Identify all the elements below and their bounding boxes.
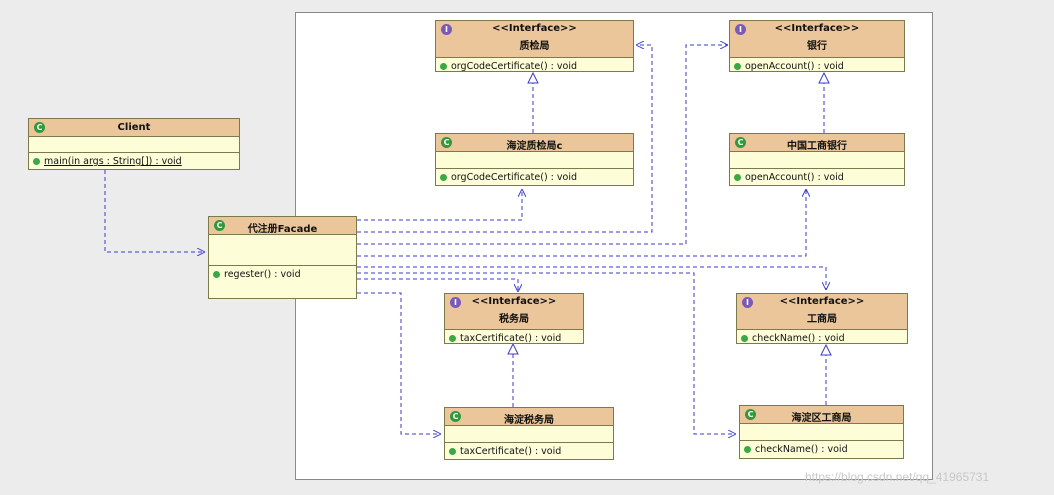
attributes-compartment (445, 426, 613, 443)
attributes-compartment (730, 152, 904, 169)
operation: checkName() : void (740, 441, 903, 458)
public-method-icon (741, 335, 748, 342)
class-header: C 海淀税务局 (445, 408, 613, 426)
dep-facade-tax-if (357, 278, 518, 292)
dep-facade-biz-impl (357, 272, 736, 434)
class-bank-impl[interactable]: C 中国工商银行 openAccount() : void (729, 133, 905, 186)
dep-client-facade (104, 170, 205, 252)
public-method-icon (734, 174, 741, 181)
class-header: I <<Interface>> 质检局 (436, 21, 633, 58)
public-method-icon (33, 158, 40, 165)
class-header: C 中国工商银行 (730, 134, 904, 152)
interface-zhijian[interactable]: I <<Interface>> 质检局 orgCodeCertificate()… (435, 20, 634, 72)
class-icon: C (441, 137, 452, 148)
interface-bank[interactable]: I <<Interface>> 银行 openAccount() : void (729, 20, 905, 72)
class-header: C 海淀区工商局 (740, 406, 903, 424)
interface-icon: I (742, 297, 753, 308)
operation: openAccount() : void (730, 58, 904, 75)
class-zhijian-impl[interactable]: C 海淀质检局c orgCodeCertificate() : void (435, 133, 634, 186)
class-facade[interactable]: C 代注册Facade regester() : void (208, 216, 357, 299)
public-method-icon (449, 335, 456, 342)
interface-icon: I (441, 24, 452, 35)
package-frame (295, 12, 933, 480)
class-icon: C (214, 220, 225, 231)
operation: taxCertificate() : void (445, 443, 613, 460)
attributes-compartment (209, 235, 356, 266)
class-header: C 海淀质检局c (436, 134, 633, 152)
dep-facade-zhijian-impl (357, 189, 522, 221)
interface-tax[interactable]: I <<Interface>> 税务局 taxCertificate() : v… (444, 293, 584, 344)
public-method-icon (744, 446, 751, 453)
public-method-icon (213, 271, 220, 278)
public-method-icon (440, 174, 447, 181)
class-client[interactable]: C Client main(in args : String[]) : void (28, 118, 240, 170)
class-icon: C (735, 137, 746, 148)
operation-main: main(in args : String[]) : void (29, 153, 239, 170)
watermark: https://blog.csdn.net/qq_41965731 (805, 470, 990, 484)
public-method-icon (449, 448, 456, 455)
class-header: I <<Interface>> 工商局 (737, 294, 907, 330)
class-header: C 代注册Facade (209, 217, 356, 235)
operation: taxCertificate() : void (445, 330, 583, 347)
public-method-icon (440, 63, 447, 70)
attributes-compartment (740, 424, 903, 441)
operation: checkName() : void (737, 330, 907, 347)
class-header: I <<Interface>> 银行 (730, 21, 904, 58)
class-icon: C (745, 409, 756, 420)
dep-facade-bank-if (357, 45, 728, 245)
class-header: C Client (29, 119, 239, 137)
class-biz-impl[interactable]: C 海淀区工商局 checkName() : void (739, 405, 904, 459)
operation: openAccount() : void (730, 169, 904, 186)
attributes-compartment (436, 152, 633, 169)
class-tax-impl[interactable]: C 海淀税务局 taxCertificate() : void (444, 407, 614, 460)
interface-icon: I (450, 297, 461, 308)
operation: orgCodeCertificate() : void (436, 169, 633, 186)
class-icon: C (450, 411, 461, 422)
interface-icon: I (735, 24, 746, 35)
class-icon: C (34, 122, 45, 133)
dep-facade-biz-if (357, 266, 826, 290)
operation-regester: regester() : void (209, 266, 356, 283)
dep-facade-bank-impl (357, 189, 806, 257)
public-method-icon (734, 63, 741, 70)
dep-facade-zhijian-if (357, 45, 653, 233)
operation: orgCodeCertificate() : void (436, 58, 633, 75)
dep-facade-tax-impl (357, 292, 441, 434)
interface-biz[interactable]: I <<Interface>> 工商局 checkName() : void (736, 293, 908, 344)
class-header: I <<Interface>> 税务局 (445, 294, 583, 330)
attributes-compartment (29, 137, 239, 153)
